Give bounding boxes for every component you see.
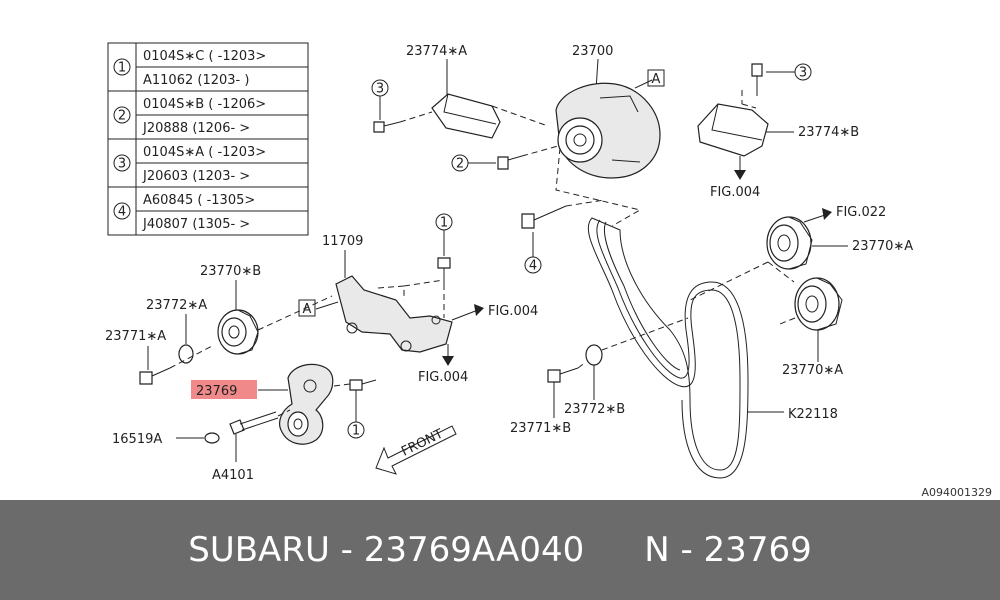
label-front: FRONT [399,427,446,460]
bracket-11709-group: 11709 A 1 FIG.004 FIG.004 4 [298,199,605,385]
bracket-23774b [697,103,769,157]
table-row-4-number: 4 [118,205,126,220]
table-row-2-old: 0104S∗B ( -1206> [143,97,266,112]
cap-16519a [204,432,220,444]
label-16519a: 16519A [112,432,162,447]
bolt-1-bottom [349,379,363,391]
bolt-a4101 [229,419,245,435]
reference-table: 1 2 3 4 0104S∗C ( -1203> A11062 (1203- )… [107,42,309,236]
front-arrow-icon [375,425,457,475]
callout-1-bottom: 1 [352,424,360,439]
bolt-23771b [547,369,561,383]
bracket-23774b-group: 3 23774∗B FIG.004 [697,63,859,200]
washer-23772b [585,344,603,366]
footer-callout: N - 23769 [644,530,812,570]
label-a4101: A4101 [212,468,254,483]
ref-box-a-top [647,69,665,87]
table-row-2-new: J20888 (1206- > [142,121,250,136]
diagram-code: A094001329 [921,486,992,499]
fig-004-bottom: FIG.004 [418,370,468,385]
label-23770a-lower: 23770∗A [782,363,843,378]
callout-3-top-left: 3 [376,82,384,97]
bolt-1-top [437,257,451,269]
label-k22118: K22118 [788,407,838,422]
lower-idler-hardware-group: 23772∗B 23771∗B [510,317,689,436]
callout-4: 4 [529,259,537,274]
fig-004-right: FIG.004 [488,304,538,319]
footer-bar: SUBARU - 23769AA040 N - 23769 [0,500,1000,600]
label-23770a-upper: 23770∗A [852,239,913,254]
bolt-top-right [751,63,763,77]
table-row-4-old: A60845 ( -1305> [143,193,255,208]
tensioner-23769 [279,363,334,445]
idler-pulleys-group: FIG.022 23770∗A 23770∗A [689,205,913,378]
label-23774a: 23774∗A [406,44,467,59]
table-row-1-number: 1 [118,61,126,76]
label-23771b: 23771∗B [510,421,571,436]
table-row-4-new: J40807 (1305- > [142,217,250,232]
fig-004-top: FIG.004 [710,185,760,200]
label-23772b: 23772∗B [564,402,625,417]
label-23772a: 23772∗A [146,298,207,313]
table-row-3-old: 0104S∗A ( -1203> [143,145,266,160]
bolt-4 [521,213,535,229]
label-23774b: 23774∗B [798,125,859,140]
table-row-3-number: 3 [118,157,126,172]
ref-box-a-top-label: A [652,72,661,87]
highlight-23769 [191,380,257,399]
table-row-2-number: 2 [118,109,126,124]
bolt-23771a [139,371,153,385]
table-row-1-new: A11062 (1203- ) [143,73,249,88]
callout-3-top-right: 3 [799,66,807,81]
bolt-top-left [373,121,385,133]
ref-box-a-left-label: A [303,302,312,317]
label-23771a: 23771∗A [105,329,166,344]
diagram-svg: 1 2 3 4 0104S∗C ( -1203> A11062 (1203- )… [105,42,992,499]
callout-2: 2 [456,157,464,172]
table-row-1-old: 0104S∗C ( -1203> [143,49,266,64]
belt-k22118-group: K22118 [587,217,838,479]
footer-part-number: SUBARU - 23769AA040 [188,530,585,570]
ref-box-a-left [298,299,316,317]
belt-k22118 [587,217,741,471]
label-11709: 11709 [322,234,363,249]
table-row-3-new: J20603 (1203- > [142,169,250,184]
fig-022: FIG.022 [836,205,886,220]
tensioner-group: 23770∗B 23772∗A 23771∗A 23769 1 [105,264,457,483]
bracket-11709 [335,275,453,353]
bracket-23774a [431,93,501,139]
washer-23772a [178,344,194,364]
bolt-2 [497,156,509,170]
label-23770b: 23770∗B [200,264,261,279]
label-23769: 23769 [196,384,237,399]
alternator-group: 23774∗A 3 23700 A 2 [371,44,665,227]
callout-1-top: 1 [440,216,448,231]
label-23700: 23700 [572,44,613,59]
